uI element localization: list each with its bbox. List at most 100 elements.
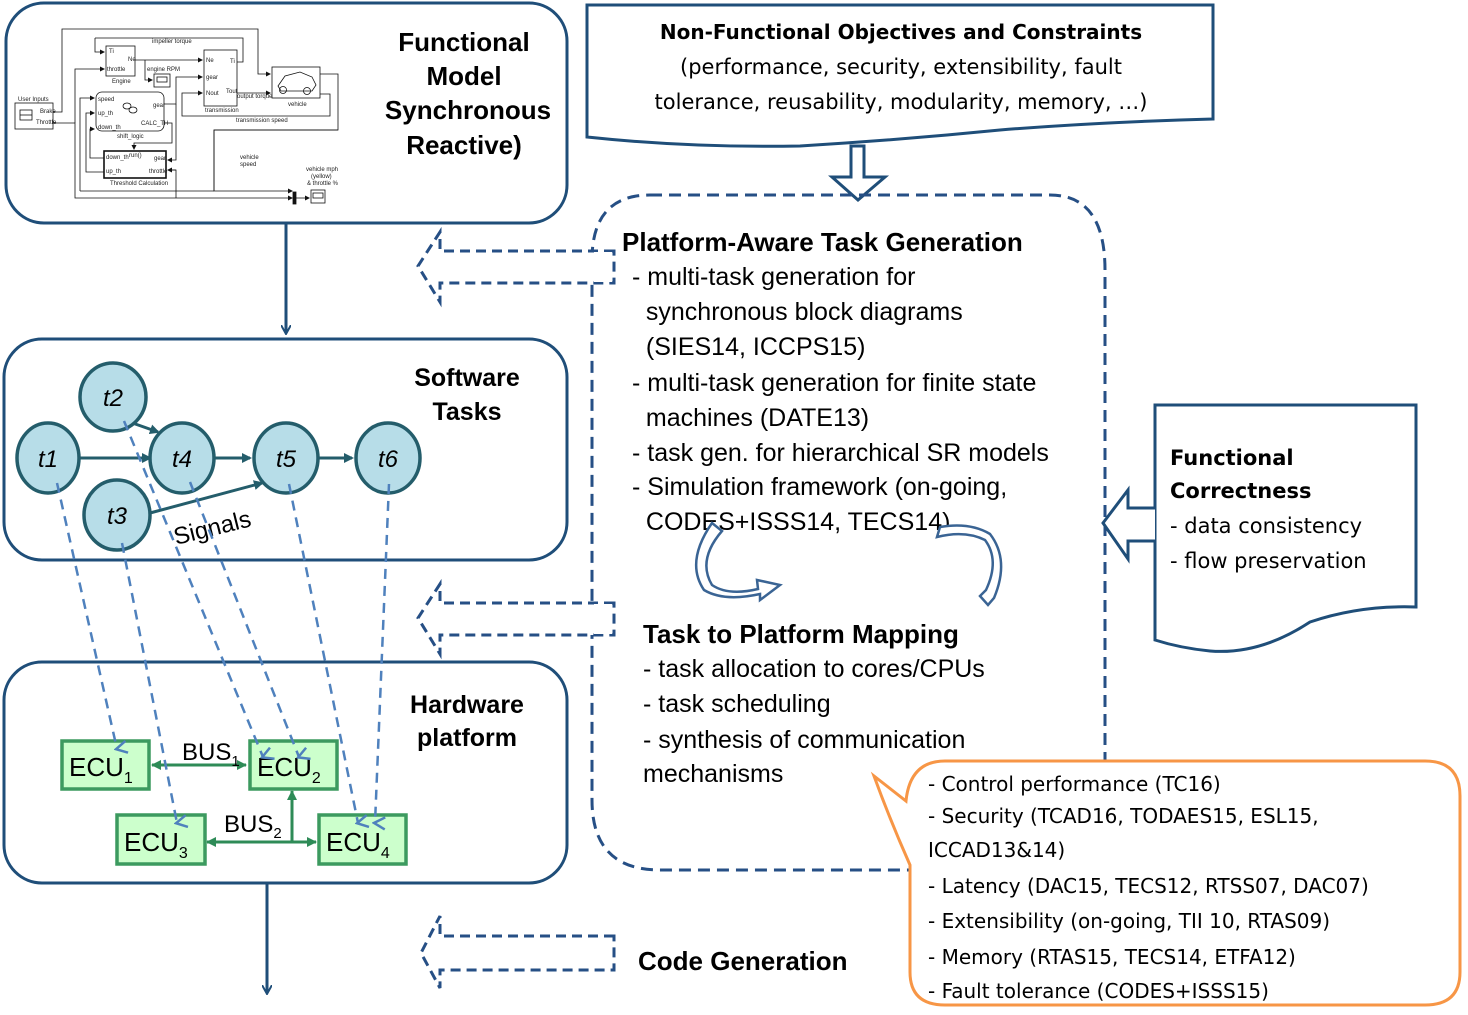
callout-line-6: - Memory (RTAS15, TECS14, ETFA12) — [928, 945, 1296, 969]
engine-ne-port-label: Ne — [128, 57, 136, 63]
nonfunctional-frame — [585, 3, 1215, 148]
task-label-t5: t5 — [276, 446, 297, 473]
functional-model-title-line-3: Synchronous — [385, 95, 551, 125]
nonfunctional-title: Non-Functional Objectives and Constraint… — [660, 20, 1142, 44]
callout-line-4: - Latency (DAC15, TECS12, RTSS07, DAC07) — [928, 874, 1369, 898]
ecu-4-label: ECU4 — [326, 827, 390, 862]
vehicle-block — [271, 66, 321, 99]
ecu-2-label: ECU2 — [257, 752, 321, 787]
functional-model-title-line-2: Model — [426, 61, 501, 91]
functional-correctness-panel: Functional Correctness - data consistenc… — [1153, 403, 1418, 653]
scope-label-1: vehicle mph — [306, 167, 338, 173]
task-label-t2: t2 — [103, 385, 123, 412]
scope-label-2: (yellow) — [311, 174, 332, 180]
hardware-platform-panel: Hardware platform ECU1 ECU2 ECU3 ECU4 BU… — [2, 660, 569, 885]
callout-frame — [870, 759, 1462, 1007]
task-mapping-line-3: - synthesis of communication — [643, 726, 965, 754]
functional-correctness-frame — [1153, 403, 1418, 653]
mapping-t6-ecu4 — [375, 483, 391, 823]
impeller-torque-label: impeller torque — [152, 39, 192, 45]
iteration-arrows — [694, 521, 1003, 607]
callout-line-5: - Extensibility (on-going, TII 10, RTAS0… — [928, 909, 1330, 933]
engine-ti-port-label: Ti — [109, 49, 114, 55]
task-to-ecu-mappings — [55, 420, 391, 823]
task-generation-title: Platform-Aware Task Generation — [622, 227, 1023, 257]
task-generation-line-7: - Simulation framework (on-going, — [632, 473, 1007, 501]
task-node-t6: t6 — [354, 421, 422, 495]
threshold-calculation-label: Threshold Calculation — [110, 181, 168, 187]
engine-block-label: Engine — [112, 79, 131, 85]
task-label-t1: t1 — [38, 446, 58, 473]
engine-throttle-port-label: throttle — [107, 67, 126, 73]
shift-logic-chart — [95, 91, 165, 132]
brake-port-label: Brake — [40, 109, 56, 115]
optimization-loop-frame — [590, 193, 1107, 872]
iteration-arrow-left-icon — [694, 521, 783, 603]
user-inputs-label: User Inputs — [18, 97, 49, 103]
trans-gear-port-label: gear — [206, 75, 218, 81]
mux-block — [292, 191, 297, 205]
task-node-t1: t1 — [15, 421, 81, 495]
task-label-t4: t4 — [172, 446, 192, 473]
task-generation-left-arrow — [416, 226, 616, 308]
hardware-title-line-2: platform — [417, 724, 517, 752]
run-label: run() — [129, 153, 142, 159]
thr-gear-label: gear — [154, 156, 166, 162]
callout-line-3: ICCAD13&14) — [928, 838, 1065, 862]
functional-correctness-line-2: - flow preservation — [1170, 549, 1367, 573]
task-generation-line-3: (SIES14, ICCPS15) — [632, 333, 865, 361]
mapping-left-arrow — [416, 578, 616, 660]
transmission-block — [203, 49, 238, 107]
ecu-1-label: ECU1 — [69, 752, 133, 787]
software-tasks-panel: Software Tasks t1 t2 t3 t4 t5 — [2, 337, 569, 562]
task-mapping-line-4: mechanisms — [643, 760, 783, 788]
code-generation-label: Code Generation — [638, 946, 847, 976]
ecu-4: ECU4 — [317, 813, 408, 866]
edge-t3-t5 — [149, 480, 264, 515]
ecu-1: ECU1 — [60, 739, 151, 791]
simulink-block-diagram — [14, 28, 339, 205]
scope-label-3: & throttle % — [307, 181, 339, 187]
task-node-t3: t3 — [82, 478, 152, 552]
throttle-port-label: Throttle — [36, 120, 57, 126]
mapping-t3-ecu3 — [120, 542, 177, 823]
simulink-labels: User Inputs Brake Throttle Ti throttle N… — [18, 39, 339, 187]
functional-model-panel: User Inputs Brake Throttle Ti throttle N… — [4, 1, 569, 225]
references-callout: - Control performance (TC16) - Security … — [870, 759, 1462, 1007]
down-th-port-label: down_th — [98, 125, 121, 131]
task-generation-line-4: - multi-task generation for finite state — [632, 369, 1036, 397]
transmission-block-label: transmission — [205, 108, 239, 114]
mapping-t5-ecu4 — [287, 483, 358, 823]
task-mapping-line-2: - task scheduling — [643, 690, 831, 718]
task-generation-section: Platform-Aware Task Generation - multi-t… — [622, 227, 1049, 536]
ecu-2: ECU2 — [248, 739, 339, 791]
functional-model-title: Functional Model Synchronous Reactive) — [385, 27, 551, 160]
software-tasks-title-line-1: Software — [414, 364, 520, 392]
trans-tout-port-label: Tout — [226, 89, 238, 95]
task-mapping-line-1: - task allocation to cores/CPUs — [643, 655, 985, 683]
correctness-left-arrow — [1101, 485, 1155, 564]
trans-nout-port-label: Nout — [206, 91, 219, 97]
functional-model-title-line-1: Functional — [398, 27, 529, 57]
ecu-3-label: ECU3 — [124, 827, 188, 862]
nonfunctional-objectives-panel: Non-Functional Objectives and Constraint… — [585, 3, 1215, 148]
bus1-label: BUS1 — [182, 739, 240, 770]
functional-model-title-line-4: Reactive) — [406, 130, 522, 160]
vehicle-block-label: vehicle — [288, 102, 307, 108]
task-node-t5: t5 — [252, 421, 320, 495]
ecu-3: ECU3 — [115, 813, 207, 866]
thr-up-th-label: up_th — [106, 169, 121, 175]
software-tasks-title-line-2: Tasks — [432, 398, 501, 426]
iteration-arrow-right-icon — [935, 524, 1003, 607]
user-inputs-block — [14, 102, 54, 130]
output-torque-label: output torque — [237, 94, 273, 100]
constraints-down-arrow — [828, 144, 890, 202]
task-generation-line-8: CODES+ISSS14, TECS14) — [632, 508, 950, 536]
mapping-t2-ecu2 — [122, 420, 263, 757]
trans-ti-port-label: Ti — [230, 59, 235, 65]
engine-rpm-scope — [153, 73, 171, 88]
vehicle-speed-label-2: speed — [240, 162, 256, 168]
task-node-t2: t2 — [78, 361, 148, 433]
code-generation-left-arrow — [419, 915, 616, 989]
